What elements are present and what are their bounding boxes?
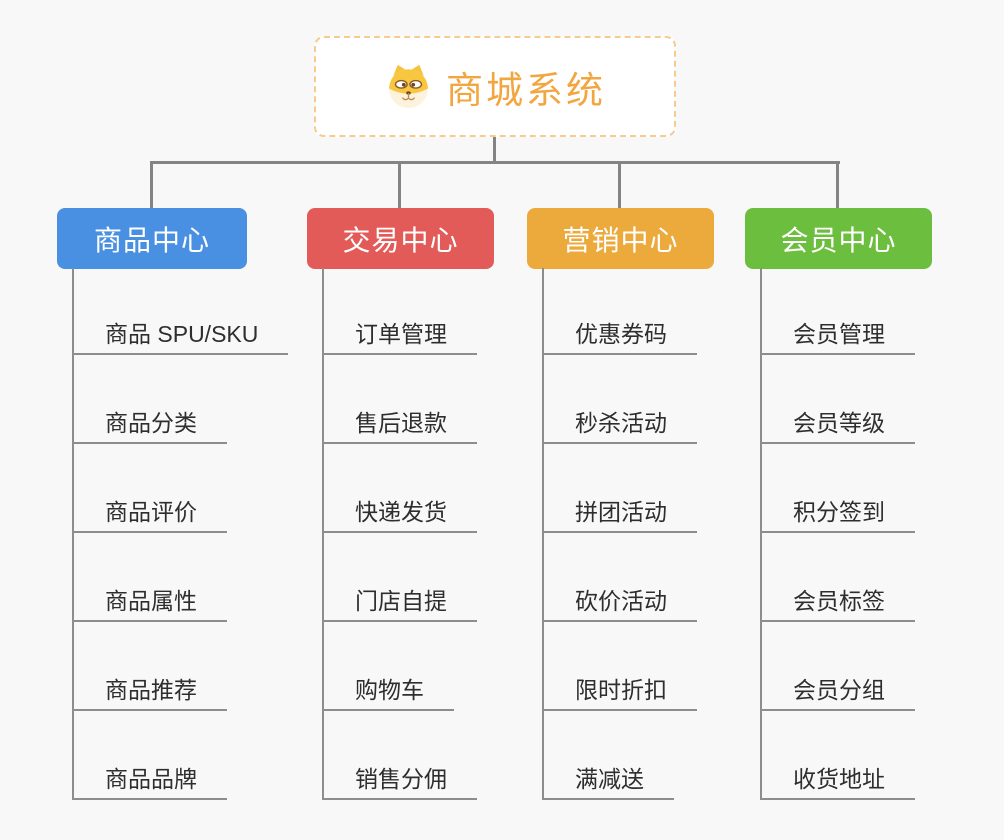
- leaf-node[interactable]: 商品属性: [72, 574, 227, 622]
- dog-face-icon: [389, 64, 428, 109]
- root-node[interactable]: 商城系统: [314, 36, 676, 137]
- leaf-node[interactable]: 拼团活动: [542, 485, 697, 533]
- leaf-node[interactable]: 快递发货: [322, 485, 477, 533]
- connector-stem-branch-1: [150, 161, 153, 208]
- leaf-node[interactable]: 秒杀活动: [542, 396, 697, 444]
- root-title: 商城系统: [446, 69, 606, 111]
- leaf-node[interactable]: 会员标签: [760, 574, 915, 622]
- leaf-node[interactable]: 购物车: [322, 663, 454, 711]
- leaf-node[interactable]: 商品品牌: [72, 752, 227, 800]
- connector-stem-branch-3: [618, 161, 621, 208]
- leaf-node[interactable]: 优惠券码: [542, 307, 697, 355]
- leaf-node[interactable]: 满减送: [542, 752, 674, 800]
- leaf-node[interactable]: 订单管理: [322, 307, 477, 355]
- connector-stem-branch-2: [398, 161, 401, 208]
- branch-label: 商品中心: [93, 224, 210, 256]
- branch-node-product-center[interactable]: 商品中心: [57, 208, 247, 269]
- leaf-node[interactable]: 积分签到: [760, 485, 915, 533]
- connector-root-stem: [493, 137, 496, 163]
- leaf-node[interactable]: 商品分类: [72, 396, 227, 444]
- leaf-node[interactable]: 售后退款: [322, 396, 477, 444]
- branch-children-trade-center: 订单管理 售后退款 快递发货 门店自提 购物车 销售分佣: [322, 268, 477, 800]
- branch-node-trade-center[interactable]: 交易中心: [307, 208, 494, 269]
- branch-label: 交易中心: [342, 224, 459, 256]
- branch-children-member-center: 会员管理 会员等级 积分签到 会员标签 会员分组 收货地址: [760, 268, 915, 800]
- branch-children-marketing-center: 优惠券码 秒杀活动 拼团活动 砍价活动 限时折扣 满减送: [542, 268, 697, 800]
- leaf-node[interactable]: 会员管理: [760, 307, 915, 355]
- leaf-node[interactable]: 商品推荐: [72, 663, 227, 711]
- leaf-node[interactable]: 商品 SPU/SKU: [72, 307, 289, 355]
- leaf-node[interactable]: 销售分佣: [322, 752, 477, 800]
- branch-label: 营销中心: [562, 224, 679, 256]
- branch-children-product-center: 商品 SPU/SKU 商品分类 商品评价 商品属性 商品推荐 商品品牌: [72, 268, 289, 800]
- branch-label: 会员中心: [780, 224, 897, 256]
- leaf-node[interactable]: 限时折扣: [542, 663, 697, 711]
- leaf-node[interactable]: 收货地址: [760, 752, 915, 800]
- branch-node-marketing-center[interactable]: 营销中心: [527, 208, 714, 269]
- leaf-node[interactable]: 商品评价: [72, 485, 227, 533]
- connector-horizontal-bar: [150, 161, 840, 164]
- connector-stem-branch-4: [836, 161, 839, 208]
- leaf-node[interactable]: 会员等级: [760, 396, 915, 444]
- leaf-node[interactable]: 砍价活动: [542, 574, 697, 622]
- leaf-node[interactable]: 会员分组: [760, 663, 915, 711]
- branch-node-member-center[interactable]: 会员中心: [745, 208, 932, 269]
- leaf-node[interactable]: 门店自提: [322, 574, 477, 622]
